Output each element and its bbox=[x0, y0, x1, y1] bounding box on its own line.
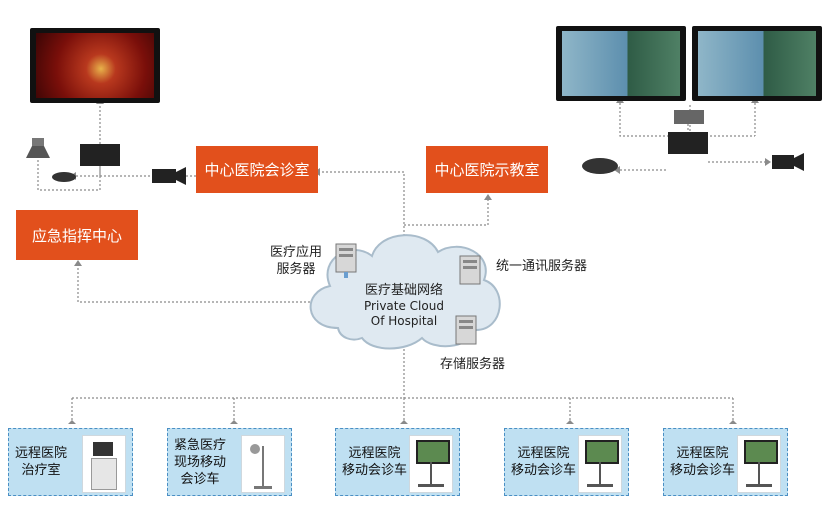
cloud-title-en-2: Of Hospital bbox=[370, 314, 438, 328]
bottom-node-5-line1: 远程医院 bbox=[676, 446, 729, 461]
bottom-node-4: 远程医院 移动会诊车 bbox=[504, 428, 629, 496]
video-camera-icon bbox=[152, 167, 186, 185]
arrow-drop-5 bbox=[729, 420, 737, 424]
arrow-drop-3 bbox=[400, 420, 408, 424]
bottom-node-2: 紧急医疗 现场移动 会诊车 bbox=[167, 428, 292, 496]
bottom-node-4-text: 远程医院 移动会诊车 bbox=[511, 429, 576, 495]
cloud-to-teaching-line bbox=[404, 200, 489, 226]
bottom-node-3-line2: 移动会诊车 bbox=[342, 463, 408, 478]
bottom-node-2-line3: 会诊车 bbox=[180, 471, 220, 487]
surgery-video-1 bbox=[562, 31, 680, 96]
comm-server-label: 统一通讯服务器 bbox=[496, 259, 588, 274]
mobile-lamp-image bbox=[241, 435, 285, 493]
bottom-node-3-line1: 远程医院 bbox=[348, 446, 401, 461]
bottom-node-2-text: 紧急医疗 现场移动 会诊车 bbox=[174, 429, 226, 495]
arrow-emergency bbox=[74, 260, 82, 266]
teach-speaker-phone-icon bbox=[582, 158, 618, 174]
bottom-node-1: 远程医院 治疗室 bbox=[8, 428, 133, 496]
mic-to-box-line bbox=[37, 160, 101, 191]
arrow-drop-2 bbox=[230, 420, 238, 424]
endoscope-image bbox=[36, 33, 154, 98]
bottom-node-1-text: 远程医院 治疗室 bbox=[15, 429, 67, 495]
bottom-node-5-line2: 移动会诊车 bbox=[670, 463, 736, 478]
arrow-drop-1 bbox=[68, 420, 76, 424]
bottom-node-2-line1: 紧急医疗 bbox=[174, 437, 227, 453]
cloud-to-emergency-line bbox=[77, 266, 322, 303]
treatment-equipment-image bbox=[82, 435, 126, 493]
arrow-teach-camera bbox=[765, 158, 771, 166]
surgery-video-2 bbox=[698, 31, 816, 96]
cloud-title: 医疗基础网络 Private Cloud Of Hospital bbox=[330, 282, 478, 329]
arrow-teaching bbox=[484, 194, 492, 200]
emergency-center-node: 应急指挥中心 bbox=[16, 210, 138, 260]
cloud-to-consult-line bbox=[320, 171, 405, 248]
conference-mic-icon bbox=[26, 138, 50, 158]
teaching-monitor-1 bbox=[556, 26, 686, 101]
bottom-node-2-line2: 现场移动 bbox=[174, 454, 227, 470]
app-server-icon bbox=[335, 243, 357, 278]
bottom-node-3: 远程医院 移动会诊车 bbox=[335, 428, 460, 496]
box-to-phone-line bbox=[76, 166, 101, 177]
teaching-room-node: 中心医院示教室 bbox=[426, 146, 548, 193]
bottom-node-4-line1: 远程医院 bbox=[517, 446, 570, 461]
teach-codec-stack-icon bbox=[668, 110, 708, 154]
bottom-node-1-line2: 治疗室 bbox=[21, 463, 61, 478]
bottom-node-5-text: 远程医院 移动会诊车 bbox=[670, 429, 735, 495]
teaching-monitor-2 bbox=[692, 26, 822, 101]
consult-room-node: 中心医院会诊室 bbox=[196, 146, 318, 193]
cloud-title-en-1: Private Cloud bbox=[364, 299, 444, 313]
cloud-shape bbox=[309, 234, 501, 350]
arrow-drop-4 bbox=[566, 420, 574, 424]
bottom-node-1-line1: 远程医院 bbox=[15, 446, 68, 461]
endoscope-monitor bbox=[30, 28, 160, 103]
storage-server-icon bbox=[455, 315, 477, 345]
mobile-cart-image-1 bbox=[409, 435, 453, 493]
mobile-cart-image-3 bbox=[737, 435, 781, 493]
comm-server-icon bbox=[459, 255, 481, 285]
bottom-node-4-line2: 移动会诊车 bbox=[511, 463, 577, 478]
mobile-cart-image-2 bbox=[578, 435, 622, 493]
app-server-label-line1: 医疗应用 bbox=[269, 245, 322, 260]
app-server-label: 医疗应用 服务器 bbox=[262, 244, 330, 278]
storage-server-label: 存储服务器 bbox=[440, 357, 506, 372]
app-server-label-line2: 服务器 bbox=[276, 262, 316, 277]
speaker-phone-icon bbox=[52, 172, 76, 182]
bottom-node-3-text: 远程医院 移动会诊车 bbox=[342, 429, 407, 495]
arrow-teach-phone bbox=[614, 166, 620, 174]
codec-box-icon bbox=[80, 144, 120, 166]
monitors-to-box-line bbox=[619, 103, 691, 137]
teach-camera-icon bbox=[772, 153, 804, 171]
cloud-title-cn: 医疗基础网络 bbox=[364, 283, 443, 298]
bottom-node-5: 远程医院 移动会诊车 bbox=[663, 428, 788, 496]
